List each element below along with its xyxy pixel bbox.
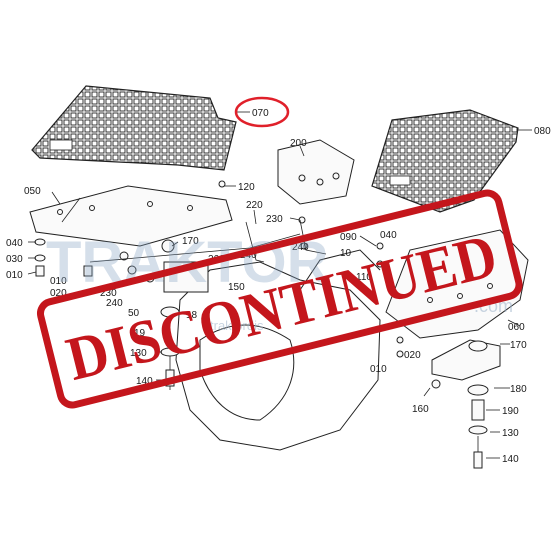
right-step-plate xyxy=(385,229,529,339)
label-190-left: 19 xyxy=(134,328,146,339)
part-labels: 070 080 050 120 200 220 230 040 030 010 … xyxy=(6,108,551,465)
label-240-center: 240 xyxy=(292,242,309,253)
label-170-right: 170 xyxy=(510,340,527,351)
label-080: 080 xyxy=(534,126,551,137)
label-110: 110 xyxy=(356,272,372,283)
transmission-housing xyxy=(175,249,381,451)
label-100: 10 xyxy=(340,248,352,259)
label-140-left: 140 xyxy=(136,376,153,387)
label-240-left: 240 xyxy=(106,298,123,309)
label-060: 060 xyxy=(508,322,525,333)
label-140-right: 140 xyxy=(502,454,519,465)
right-mount-bracket xyxy=(431,339,501,469)
label-200: 200 xyxy=(290,138,307,149)
label-230-left: 230 xyxy=(100,288,117,299)
label-190-right: 190 xyxy=(502,406,519,417)
label-090: 090 xyxy=(340,232,357,243)
right-floor-mat xyxy=(371,109,519,213)
left-step-plate xyxy=(29,185,233,247)
label-070: 070 xyxy=(252,108,269,119)
label-010-mid: 010 xyxy=(50,276,67,287)
label-050: 050 xyxy=(24,186,41,197)
label-040-right: 040 xyxy=(380,230,397,241)
left-floor-mat xyxy=(31,85,237,171)
label-180-left: 18 xyxy=(186,310,198,321)
label-220: 220 xyxy=(246,200,263,211)
label-020-left: 020 xyxy=(50,288,67,299)
label-010-right: 010 xyxy=(370,364,387,375)
label-130-right: 130 xyxy=(502,428,519,439)
center-cover xyxy=(277,139,355,205)
label-130-left: 130 xyxy=(130,348,147,359)
label-230-top: 230 xyxy=(266,214,283,225)
label-030: 030 xyxy=(6,254,23,265)
label-150-partial: 50 xyxy=(128,308,140,319)
label-020-right: 020 xyxy=(404,350,421,361)
label-010-left: 010 xyxy=(6,270,23,281)
highlight-oval xyxy=(234,96,290,128)
label-170-left: 170 xyxy=(182,236,199,247)
label-120: 120 xyxy=(238,182,255,193)
watermark-site: traktordis xyxy=(210,318,264,333)
label-160: 160 xyxy=(412,404,429,415)
label-040-left: 040 xyxy=(6,238,23,249)
label-180-right: 180 xyxy=(510,384,527,395)
label-150-left: 150 xyxy=(228,282,245,293)
linkage-rods xyxy=(89,219,327,263)
